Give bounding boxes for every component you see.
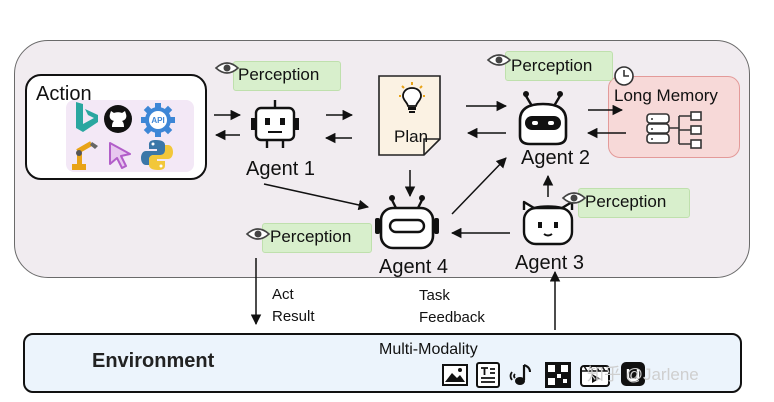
svg-text:API: API (151, 116, 164, 125)
task-feedback-label: Task Feedback (419, 285, 485, 329)
multimodality-title: Multi-Modality (379, 341, 478, 358)
perception-callout-agent3 (578, 188, 690, 218)
app-icon (621, 362, 645, 386)
python-icon (141, 140, 173, 170)
database-icon (646, 111, 702, 149)
perception-callout-agent2 (505, 51, 613, 81)
lightbulb-icon (399, 82, 425, 113)
bing-icon (76, 102, 98, 132)
qr-code-icon (545, 362, 571, 388)
cursor-icon (109, 142, 131, 169)
agent2-label: Agent 2 (521, 147, 590, 169)
long-memory-box (608, 76, 740, 158)
perception-label: Perception (238, 65, 320, 84)
watermark: 知乎 @Jarlene (587, 365, 699, 384)
agent2-robot-icon (518, 91, 568, 146)
feedback-label: Feedback (419, 309, 485, 326)
perception-label: Perception (585, 192, 667, 211)
clock-icon (614, 66, 634, 86)
long-memory-title: Long Memory (614, 86, 718, 105)
action-title: Action (36, 83, 92, 105)
perception-label: Perception (270, 227, 352, 246)
agent3-label: Agent 3 (515, 252, 584, 274)
perception-callout-agent4 (262, 223, 372, 253)
agent3-robot-icon (522, 200, 574, 246)
audio-note-icon (509, 364, 531, 385)
perception-label: Perception (511, 56, 593, 75)
perception-callout-agent1 (233, 61, 341, 91)
image-icon (442, 364, 468, 386)
result-label: Result (272, 308, 315, 325)
agent1-label: Agent 1 (246, 158, 315, 180)
text-doc-icon (476, 362, 500, 388)
video-icon (580, 365, 610, 387)
plan-label: Plan (394, 127, 429, 146)
agent1-robot-icon (251, 100, 299, 148)
eye-icon (561, 192, 587, 204)
eye-icon (214, 62, 240, 74)
robot-arm-icon (72, 141, 98, 170)
arrow-agent1-to-agent4 (263, 183, 370, 211)
act-result-label: Act Result (272, 284, 315, 328)
arrow-agent4-to-agent2 (451, 157, 507, 215)
task-label: Task (419, 287, 450, 304)
eye-icon (245, 228, 271, 240)
agent4-robot-icon (375, 195, 439, 250)
api-gear-icon: API (141, 103, 175, 137)
github-icon (104, 105, 132, 133)
eye-icon (486, 54, 512, 66)
environment-title: Environment (92, 350, 215, 372)
agent4-label: Agent 4 (379, 256, 448, 278)
act-label: Act (272, 286, 294, 303)
